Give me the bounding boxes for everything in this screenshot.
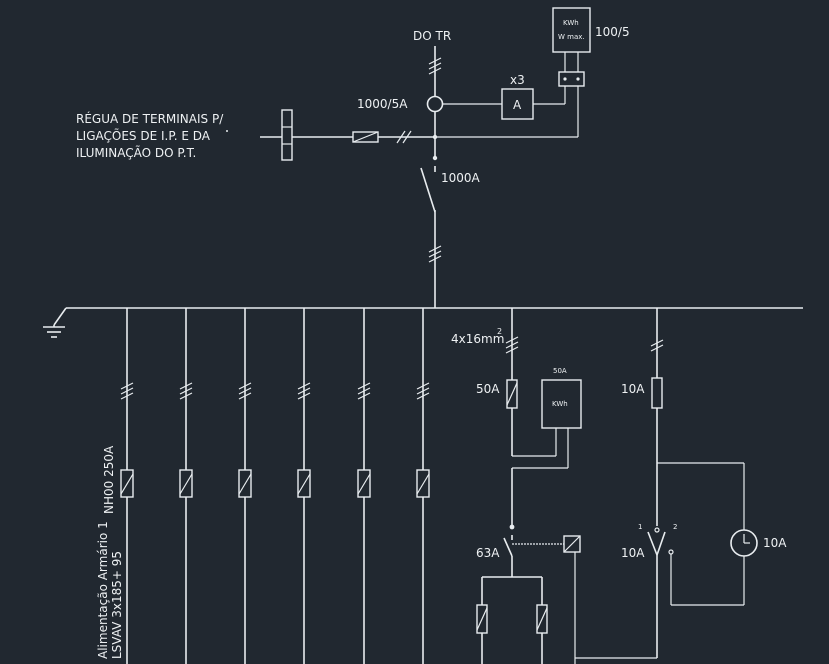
terminal-label-3: ILUMINAÇÃO DO P.T.	[76, 145, 196, 160]
feeder-cable-label-1: Alimentação Armário 1	[96, 521, 110, 659]
timer-label: 10A	[763, 536, 787, 550]
meter-ratio-label: 100/5	[595, 25, 630, 39]
secondary-energy-meter-box	[541, 379, 582, 429]
source-label: DO TR	[413, 29, 451, 43]
main-breaker-blade	[420, 167, 436, 213]
switch-63a-blade	[503, 537, 513, 557]
earth-symbol	[43, 307, 67, 338]
meter2-rating-label: 50A	[553, 367, 567, 375]
terminal-label-1: RÉGUA DE TERMINAIS P/	[76, 111, 224, 126]
terminal-strip	[281, 109, 293, 161]
ammeter-count-label: x3	[510, 73, 525, 87]
main-meter-label-1: KWh	[563, 19, 579, 27]
main-energy-meter-box	[552, 7, 591, 53]
feeder-4	[297, 308, 311, 664]
switch-pos-1: 1	[638, 523, 642, 531]
feeder-1	[120, 308, 134, 664]
main-breaker-label: 1000A	[441, 171, 481, 185]
feeder-6	[416, 308, 430, 664]
feeder-2	[179, 308, 193, 664]
ammeter-box	[501, 88, 534, 120]
switch-pos-2: 2	[673, 523, 677, 531]
selector-switch-label: 10A	[621, 546, 645, 560]
three-phase-mark-main	[428, 245, 442, 263]
meter-terminal-block	[558, 71, 585, 87]
control-fuse-label: 10A	[621, 382, 645, 396]
feeder-fuse-label: NH00 250A	[102, 445, 116, 514]
feeder-3	[238, 308, 252, 664]
cable-section-label: 4x16mm	[451, 332, 504, 346]
ammeter-label: A	[513, 98, 522, 112]
main-meter-label-2: W max.	[558, 33, 585, 41]
control-fuse-10a	[651, 377, 663, 409]
current-transformer-symbol	[426, 95, 444, 113]
switch-63a-label: 63A	[476, 546, 500, 560]
feeder-5	[357, 308, 371, 664]
cable-section-exponent: 2	[497, 327, 502, 336]
ct-ratio-label: 1000/5A	[357, 97, 408, 111]
three-phase-mark-incoming	[428, 57, 442, 75]
meter2-label: KWh	[552, 400, 568, 408]
terminal-label-2: LIGAÇÕES DE I.P. E DA	[76, 128, 211, 143]
selector-switch-blade	[656, 531, 666, 556]
three-phase-mark-aux	[505, 336, 519, 354]
feeder-cable-label-2: LSVAV 3x185+ 95	[110, 551, 124, 659]
line-break-mark	[396, 130, 406, 144]
aux-fuse-label: 50A	[476, 382, 500, 396]
